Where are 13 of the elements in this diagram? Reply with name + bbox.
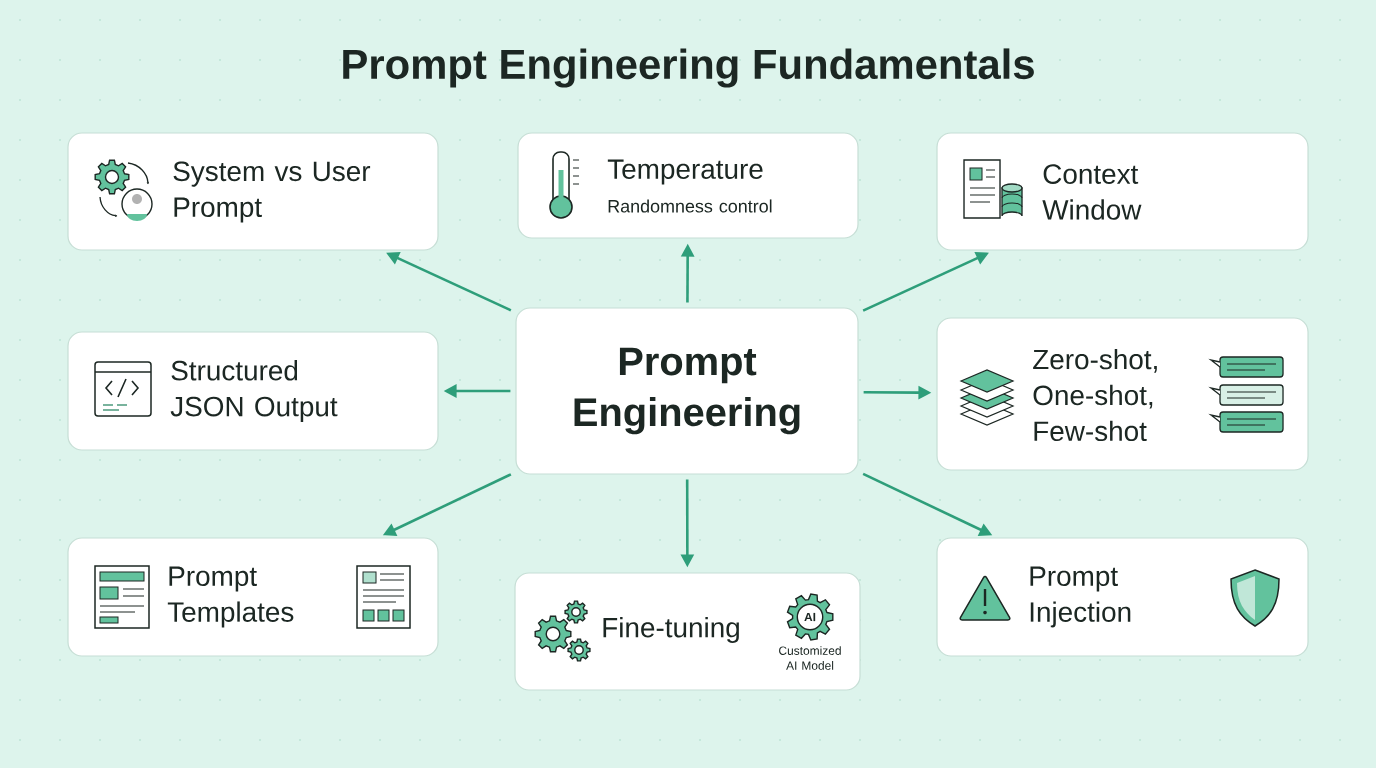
box-label: Fine-tuning (603, 617, 739, 643)
icon-label: AI (804, 612, 816, 622)
box-subtitle: Customized AI Model (779, 646, 841, 670)
title: Prompt Engineering Fundamentals (343, 48, 1034, 88)
box-label: Temperature (607, 159, 763, 185)
box-label: Prompt Injection (1030, 566, 1131, 628)
box-label: Zero-shot, One-shot, Few-shot (1033, 348, 1157, 442)
box-label: Prompt Engineering (574, 347, 800, 435)
box-label: Prompt Templates (167, 566, 294, 628)
box-label: Context Window (1042, 164, 1142, 220)
box-label: System vs User Prompt (173, 161, 371, 223)
box-subtitle: Randomness control (608, 199, 772, 213)
box-label: Structured JSON Output (170, 360, 338, 422)
